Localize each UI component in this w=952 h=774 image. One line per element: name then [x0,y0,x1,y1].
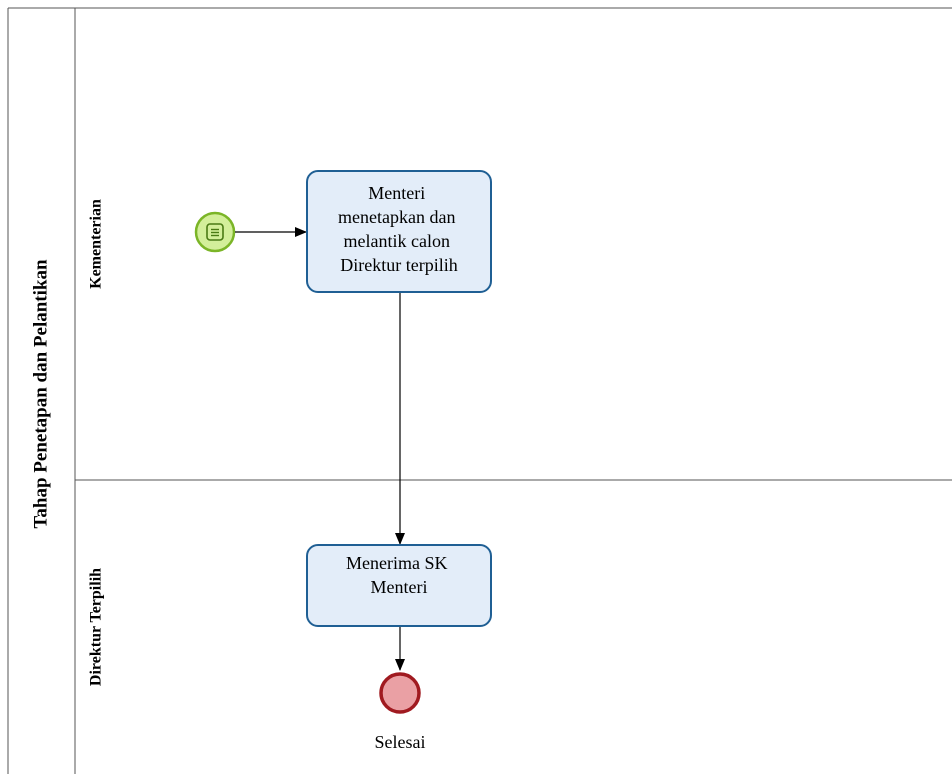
message-icon [206,223,224,241]
end-event[interactable] [379,672,421,714]
start-event[interactable] [194,211,236,253]
end-event-label: Selesai [375,732,426,752]
lane-label-kementerian: Kementerian [88,199,105,289]
task-menerima-sk[interactable]: Menerima SK Menteri [306,544,492,627]
task-menerima-sk-label: Menerima SK Menteri [346,553,452,597]
lane-label-direktur-terpilih: Direktur Terpilih [88,568,105,686]
pool [7,7,952,774]
task-menetapkan-melantik[interactable]: Menteri menetapkan dan melantik calon Di… [306,170,492,293]
pool-title: Tahap Penetapan dan Pelantikan [30,259,51,529]
task-menetapkan-melantik-label: Menteri menetapkan dan melantik calon Di… [338,183,460,275]
